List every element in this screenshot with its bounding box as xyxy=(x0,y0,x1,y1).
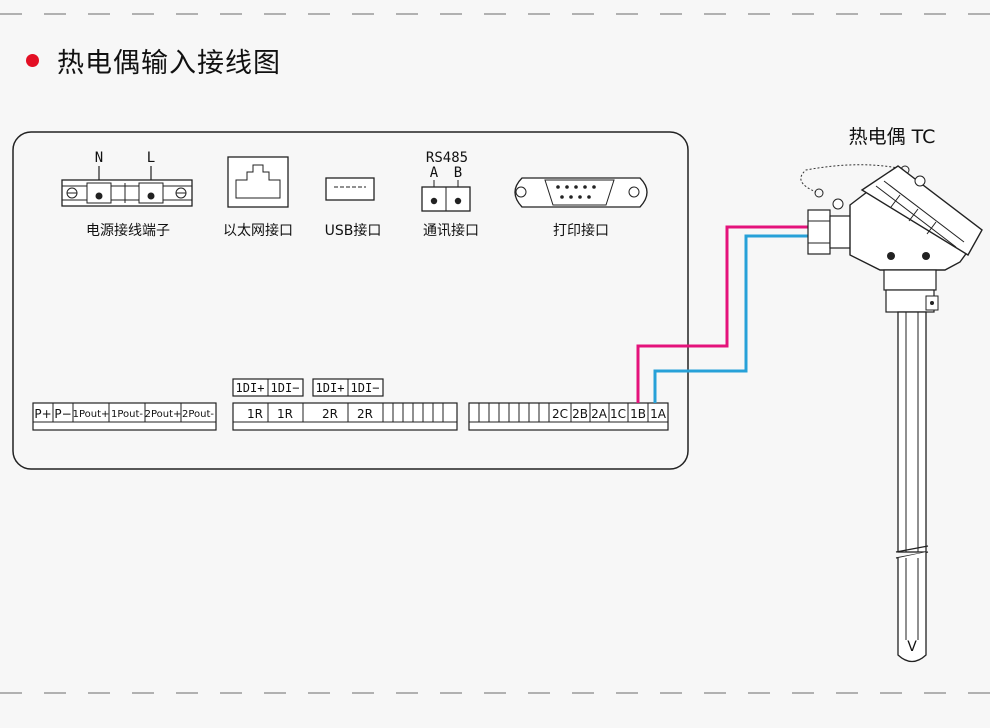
rs485-port: RS485 A B 通讯接口 xyxy=(421,150,479,239)
terminal-1di-plus-a: 1DI+ xyxy=(236,381,265,395)
terminal-1di-minus-a: 1DI− xyxy=(271,381,300,395)
terminal-1di-plus-b: 1DI+ xyxy=(316,381,345,395)
terminal-2pout-minus: 2Pout- xyxy=(182,409,214,420)
terminal-2r-a: 2R xyxy=(322,407,338,421)
terminal-1c: 1C xyxy=(610,407,626,421)
terminal-1r-a: 1R xyxy=(247,407,263,421)
terminal-1a: 1A xyxy=(650,407,667,421)
power-label: 电源接线端子 xyxy=(86,222,170,239)
section-title: 热电偶输入接线图 xyxy=(26,40,281,80)
comm-b-label: B xyxy=(454,165,462,181)
terminal-1di-minus-b: 1DI− xyxy=(351,381,380,395)
rs485-label: RS485 xyxy=(426,150,468,166)
thermocouple-sensor: 热电偶 TC V xyxy=(800,126,983,663)
terminal-1pout-plus: 1Pout+ xyxy=(73,409,110,420)
terminal-strip-left: P+ P− 1Pout+ 1Pout- 2Pout+ 2Pout- xyxy=(32,402,217,431)
terminal-2r-b: 2R xyxy=(357,407,373,421)
terminal-2b: 2B xyxy=(572,407,588,421)
comm-label: 通讯接口 xyxy=(423,222,479,239)
sensor-tip-label: V xyxy=(907,639,917,655)
usb-port: USB接口 xyxy=(325,177,382,239)
device-panel xyxy=(12,131,689,470)
terminal-1r-b: 1R xyxy=(277,407,293,421)
terminal-1pout-minus: 1Pout- xyxy=(111,409,143,420)
comm-a-label: A xyxy=(430,165,439,181)
terminal-2a: 2A xyxy=(591,407,608,421)
terminal-p-plus: P+ xyxy=(34,407,51,421)
ethernet-port: 以太网接口 xyxy=(223,156,293,239)
terminal-p-minus: P− xyxy=(54,407,71,421)
terminal-2pout-plus: 2Pout+ xyxy=(145,409,182,420)
sensor-label: 热电偶 TC xyxy=(849,126,936,148)
terminal-2c: 2C xyxy=(552,407,568,421)
page-title: 热电偶输入接线图 xyxy=(57,47,281,79)
terminal-1b: 1B xyxy=(630,407,646,421)
power-n-label: N xyxy=(95,150,103,166)
bullet-icon xyxy=(26,53,39,67)
terminal-strip-middle: 1DI+ 1DI− 1DI+ 1DI− 1R 1R 2R 2R xyxy=(232,378,458,431)
print-label: 打印接口 xyxy=(553,222,609,239)
ethernet-label: 以太网接口 xyxy=(223,222,293,239)
terminal-strip-right: 2C 2B 2A 1C 1B 1A xyxy=(468,402,669,431)
power-terminal: N L 电源接线端子 xyxy=(61,150,193,239)
print-port: 打印接口 xyxy=(514,177,648,239)
usb-label: USB接口 xyxy=(325,222,382,239)
power-l-label: L xyxy=(147,150,155,166)
wire-1a-cyan xyxy=(653,234,893,403)
